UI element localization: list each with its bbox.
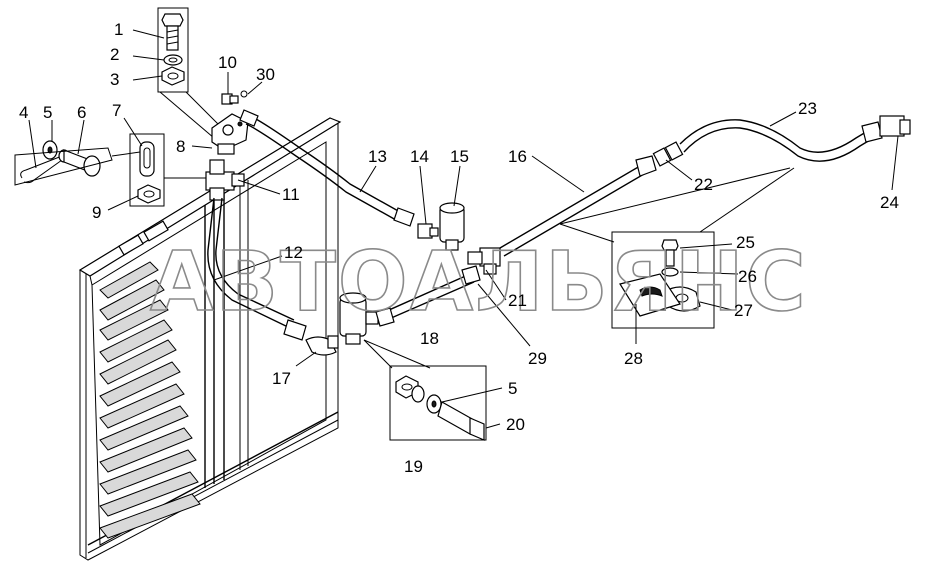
callout-frame-7-9: [129, 133, 165, 207]
callout-5-lower: 5: [508, 379, 517, 398]
callout-1: 1: [114, 20, 123, 39]
nut-3: [161, 66, 185, 86]
connector-22: [652, 141, 684, 167]
pin-6: [58, 149, 101, 177]
tee-fitting-11: [205, 159, 245, 201]
callout-6: 6: [77, 103, 86, 122]
callout-frame-1-3: [157, 7, 189, 93]
fitting-14: [417, 223, 439, 239]
washer-5-left: [42, 140, 58, 160]
hose-16: [499, 155, 657, 257]
callout-18: 18: [420, 329, 439, 348]
hose-29: [375, 265, 481, 327]
callout-29: 29: [528, 349, 547, 368]
callout-17: 17: [272, 369, 291, 388]
bolt-25: [661, 239, 679, 267]
callout-5-left: 5: [43, 103, 52, 122]
bracket-8: [211, 113, 249, 155]
washer-5-lower: [426, 394, 442, 414]
callout-11: 11: [282, 185, 300, 204]
callout-9: 9: [92, 203, 101, 222]
callout-13: 13: [368, 147, 387, 166]
callout-22: 22: [694, 175, 713, 194]
callout-20: 20: [506, 415, 525, 434]
callout-4: 4: [19, 103, 28, 122]
shutter-slats: [99, 261, 201, 539]
callout-15: 15: [450, 147, 469, 166]
callout-7: 7: [112, 101, 121, 120]
callout-30: 30: [256, 65, 275, 84]
callout-26: 26: [738, 267, 757, 286]
callout-8: 8: [176, 137, 185, 156]
callout-2: 2: [110, 45, 119, 64]
washer-pump-15: [439, 202, 465, 251]
leader-lines: [28, 29, 899, 429]
bolt-1: [161, 13, 184, 51]
callout-14: 14: [410, 147, 429, 166]
callout-frame-25-28: [611, 231, 715, 329]
hose-23: [679, 119, 883, 162]
tee-fitting-21: [467, 247, 501, 275]
callout-28: 28: [624, 349, 643, 368]
washer-pump-lower: [339, 292, 379, 345]
lock-washer-19: [411, 385, 425, 403]
callout-21: 21: [508, 291, 527, 310]
callout-10: 10: [218, 53, 237, 72]
callout-frame-4-6: [14, 147, 113, 186]
callout-24: 24: [880, 193, 899, 212]
elbow-17: [305, 335, 339, 356]
washer-2: [163, 54, 183, 66]
elbow-fitting-10: [221, 93, 239, 105]
watermark-text: АВТОАЛЬЯНС: [150, 235, 808, 330]
clevis-7: [139, 141, 155, 177]
hose-12: [207, 197, 307, 341]
callout-19: 19: [404, 457, 423, 476]
bolt-20: [437, 401, 485, 441]
callout-27: 27: [734, 301, 753, 320]
bracket-28: [619, 273, 681, 317]
hose-13: [239, 109, 415, 227]
washer-26: [661, 267, 679, 277]
callout-3: 3: [110, 70, 119, 89]
nut-9: [137, 184, 161, 204]
callout-25: 25: [736, 233, 755, 252]
callout-frame-18-20: [389, 365, 487, 441]
callout-23: 23: [798, 99, 817, 118]
o-ring-30: [240, 90, 248, 98]
callout-16: 16: [508, 147, 527, 166]
tee-fitting-24: [879, 115, 911, 137]
callout-12: 12: [284, 243, 303, 262]
